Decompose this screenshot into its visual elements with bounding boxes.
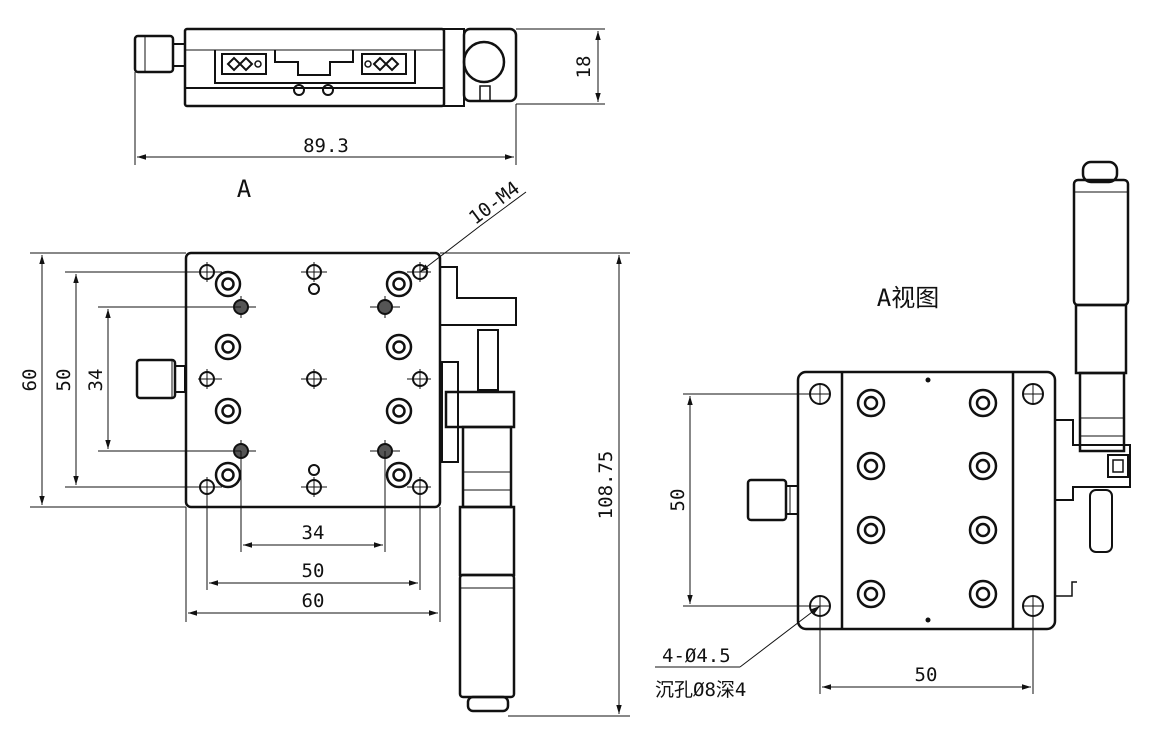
a-view-height-50: 50 [667, 489, 689, 512]
front-width-50: 50 [302, 560, 325, 582]
front-knob [135, 358, 177, 400]
top-width-dim: 89.3 [303, 135, 349, 157]
front-plate [184, 251, 442, 509]
a-view-micrometer [1055, 160, 1131, 597]
counterbore-holes [214, 270, 413, 489]
front-view [30, 191, 630, 717]
front-height-60: 60 [19, 369, 41, 392]
top-height-dim: 18 [573, 56, 595, 79]
a-view-knob [746, 478, 788, 522]
a-view-mount-holes [809, 383, 1044, 617]
front-total-height: 108.75 [595, 451, 617, 520]
front-width-60: 60 [302, 590, 325, 612]
a-view-plate [796, 370, 1057, 631]
left-clip [221, 53, 267, 75]
hole-callout-1: 4-Ø4.5 [662, 645, 731, 667]
view-marker-a: A [237, 175, 252, 203]
top-knob [133, 34, 175, 74]
a-view [655, 160, 1131, 694]
a-view-counterbores [856, 388, 998, 609]
hole-callout-2: 沉孔Ø8深4 [655, 679, 746, 701]
front-width-34: 34 [302, 522, 325, 544]
top-view [133, 27, 605, 165]
micrometer-end-circle [462, 40, 506, 84]
a-view-title: A视图 [877, 284, 939, 312]
front-height-50: 50 [53, 369, 75, 392]
right-clip [361, 53, 407, 75]
front-height-34: 34 [85, 369, 107, 392]
thread-callout: 10-M4 [465, 177, 524, 229]
front-micrometer [440, 266, 517, 713]
a-view-width-50: 50 [915, 664, 938, 686]
